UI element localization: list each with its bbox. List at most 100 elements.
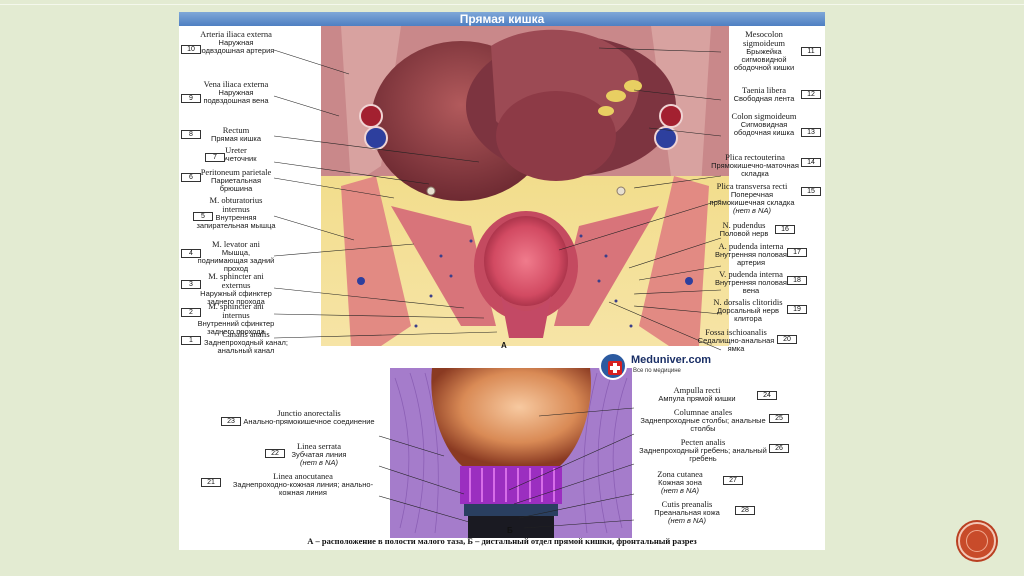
next-slide-button[interactable]	[958, 522, 996, 560]
label-7: Ureter Мочеточник	[196, 146, 276, 163]
label-24: Ampulla recti Ампула прямой кишки	[637, 386, 757, 403]
label-2-ru: Внутренний сфинктер заднего прохода	[197, 319, 275, 336]
number-10: 10	[181, 45, 201, 54]
number-15: 15	[801, 187, 821, 196]
logo-name: Meduniver.com	[631, 354, 712, 366]
label-19-latin: N. dorsalis clitoridis	[713, 297, 783, 307]
label-18-latin: V. pudenda interna	[719, 269, 783, 279]
number-26: 26	[769, 444, 789, 453]
label-23: Junctio anorectalis Анально-прямокишечно…	[239, 409, 379, 426]
label-11-ru: Брыжейка сигмовидной ободочной кишки	[733, 47, 795, 72]
label-25-ru: Заднепроходные столбы; анальные столбы	[640, 416, 766, 433]
label-17: A. pudenda interna Внутренняя половая ар…	[709, 242, 793, 267]
label-7-latin: Ureter	[225, 145, 247, 155]
label-10-ru: Наружная подвздошная артерия	[197, 38, 275, 55]
label-23-latin: Junctio anorectalis	[277, 408, 341, 418]
number-20: 20	[777, 335, 797, 344]
label-28-latin: Cutis preanalis	[661, 499, 713, 509]
label-3-ru: Наружный сфинктер заднего прохода	[200, 289, 272, 306]
number-9: 9	[181, 94, 201, 103]
label-9-ru: Наружная подвздошная вена	[203, 88, 269, 105]
number-21: 21	[201, 478, 221, 487]
label-16-latin: N. pudendus	[722, 220, 766, 230]
label-25: Columnae anales Заднепроходные столбы; а…	[637, 408, 769, 433]
number-7: 7	[205, 153, 225, 162]
label-23-ru: Анально-прямокишечное соединение	[243, 417, 375, 426]
label-17-latin: A. pudenda interna	[718, 241, 784, 251]
label-22: Linea serrata Зубчатая линия (нет в NA)	[259, 442, 379, 467]
number-25: 25	[769, 414, 789, 423]
number-2: 2	[181, 308, 201, 317]
label-28: Cutis preanalis Преанальная кожа (нет в …	[637, 500, 737, 525]
label-19: N. dorsalis clitoridis Дорсальный нерв к…	[703, 298, 793, 323]
label-9: Vena iliaca externa Наружная подвздошная…	[196, 80, 276, 105]
logo-tagline: Все по медицине	[633, 368, 681, 374]
label-15: Plica transversa recti Поперечная прямок…	[703, 182, 801, 215]
label-6-latin: Peritoneum parietale	[200, 167, 272, 177]
label-5-latin: M. obturatorius internus	[209, 195, 263, 214]
label-26-ru: Заднепроходный гребень; анальный гребень	[639, 446, 767, 463]
title-bar: Прямая кишка	[179, 12, 825, 26]
number-23: 23	[221, 417, 241, 426]
label-19-ru: Дорсальный нерв клитора	[717, 306, 779, 323]
label-27: Zona cutanea Кожная зона (нет в NA)	[637, 470, 723, 495]
label-20-ru: Седалищно-анальная ямка	[697, 336, 775, 353]
label-18: V. pudenda interna Внутренняя половая ве…	[709, 270, 793, 295]
label-3: M. sphincter ani externus Наружный сфинк…	[196, 272, 276, 306]
label-24-latin: Ampulla recti	[673, 385, 721, 395]
figure-b-letter: Б	[507, 526, 513, 535]
label-18-ru: Внутренняя половая вена	[715, 278, 787, 295]
label-10-latin: Arteria iliaca externa	[200, 29, 272, 39]
label-27-ru: Кожная зона	[658, 478, 702, 487]
label-14: Plica rectouterina Прямокишечно-маточная…	[709, 153, 801, 178]
number-14: 14	[801, 158, 821, 167]
label-27-na: (нет в NA)	[661, 486, 699, 495]
label-25-latin: Columnae anales	[673, 407, 733, 417]
label-14-latin: Plica rectouterina	[725, 152, 785, 162]
figure-a-pelvis-illustration	[321, 26, 729, 346]
meduniver-logo: Meduniver.com Все по медицине	[599, 352, 729, 382]
label-1-ru: Заднепроходный канал; анальный канал	[204, 338, 288, 355]
label-17-ru: Внутренняя половая артерия	[715, 250, 787, 267]
number-12: 12	[801, 90, 821, 99]
number-8: 8	[181, 130, 201, 139]
label-12-latin: Taenia libera	[741, 85, 786, 95]
label-13-latin: Colon sigmoideum	[731, 111, 797, 121]
label-4-ru: Мышца, поднимающая задний проход	[197, 248, 275, 273]
label-9-latin: Vena iliaca externa	[203, 79, 269, 89]
label-27-latin: Zona cutanea	[657, 469, 703, 479]
label-13: Colon sigmoideum Сигмовидная ободочная к…	[727, 112, 801, 137]
label-21-latin: Linea anocutanea	[273, 471, 333, 481]
number-4: 4	[181, 249, 201, 258]
label-4-latin: M. levator ani	[212, 239, 260, 249]
frame-line	[0, 4, 1024, 5]
label-6-ru: Париетальная брюшина	[210, 176, 262, 193]
label-7-ru: Мочеточник	[215, 154, 257, 163]
label-2-latin: M. sphincter ani internus	[208, 301, 264, 320]
medical-cross-icon	[608, 361, 622, 375]
label-28-na: (нет в NA)	[668, 516, 706, 525]
label-20-latin: Fossa ischioanalis	[705, 327, 767, 337]
label-10: Arteria iliaca externa Наружная подвздош…	[196, 30, 276, 55]
label-5: M. obturatorius internus Внутренняя запи…	[196, 196, 276, 230]
number-19: 19	[787, 305, 807, 314]
number-18: 18	[787, 276, 807, 285]
label-12: Taenia libera Свободная лента	[727, 86, 801, 103]
figure-a-letter: А	[501, 341, 507, 350]
plate-title: Прямая кишка	[459, 12, 545, 26]
label-22-na: (нет в NA)	[300, 458, 338, 467]
number-27: 27	[723, 476, 743, 485]
figure-caption: А – расположение в полости малого таза, …	[307, 536, 697, 546]
anatomy-plate: Прямая кишка	[179, 12, 825, 550]
number-24: 24	[757, 391, 777, 400]
label-1-latin: Canalis analis	[222, 329, 270, 339]
number-13: 13	[801, 128, 821, 137]
label-15-na: (нет в NA)	[733, 206, 771, 215]
label-4: M. levator ani Мышца, поднимающая задний…	[196, 240, 276, 273]
number-6: 6	[181, 173, 201, 182]
number-28: 28	[735, 506, 755, 515]
label-16: N. pudendus Половой нерв	[709, 221, 779, 238]
logo-badge-icon	[599, 352, 627, 380]
label-8-ru: Прямая кишка	[210, 134, 262, 143]
